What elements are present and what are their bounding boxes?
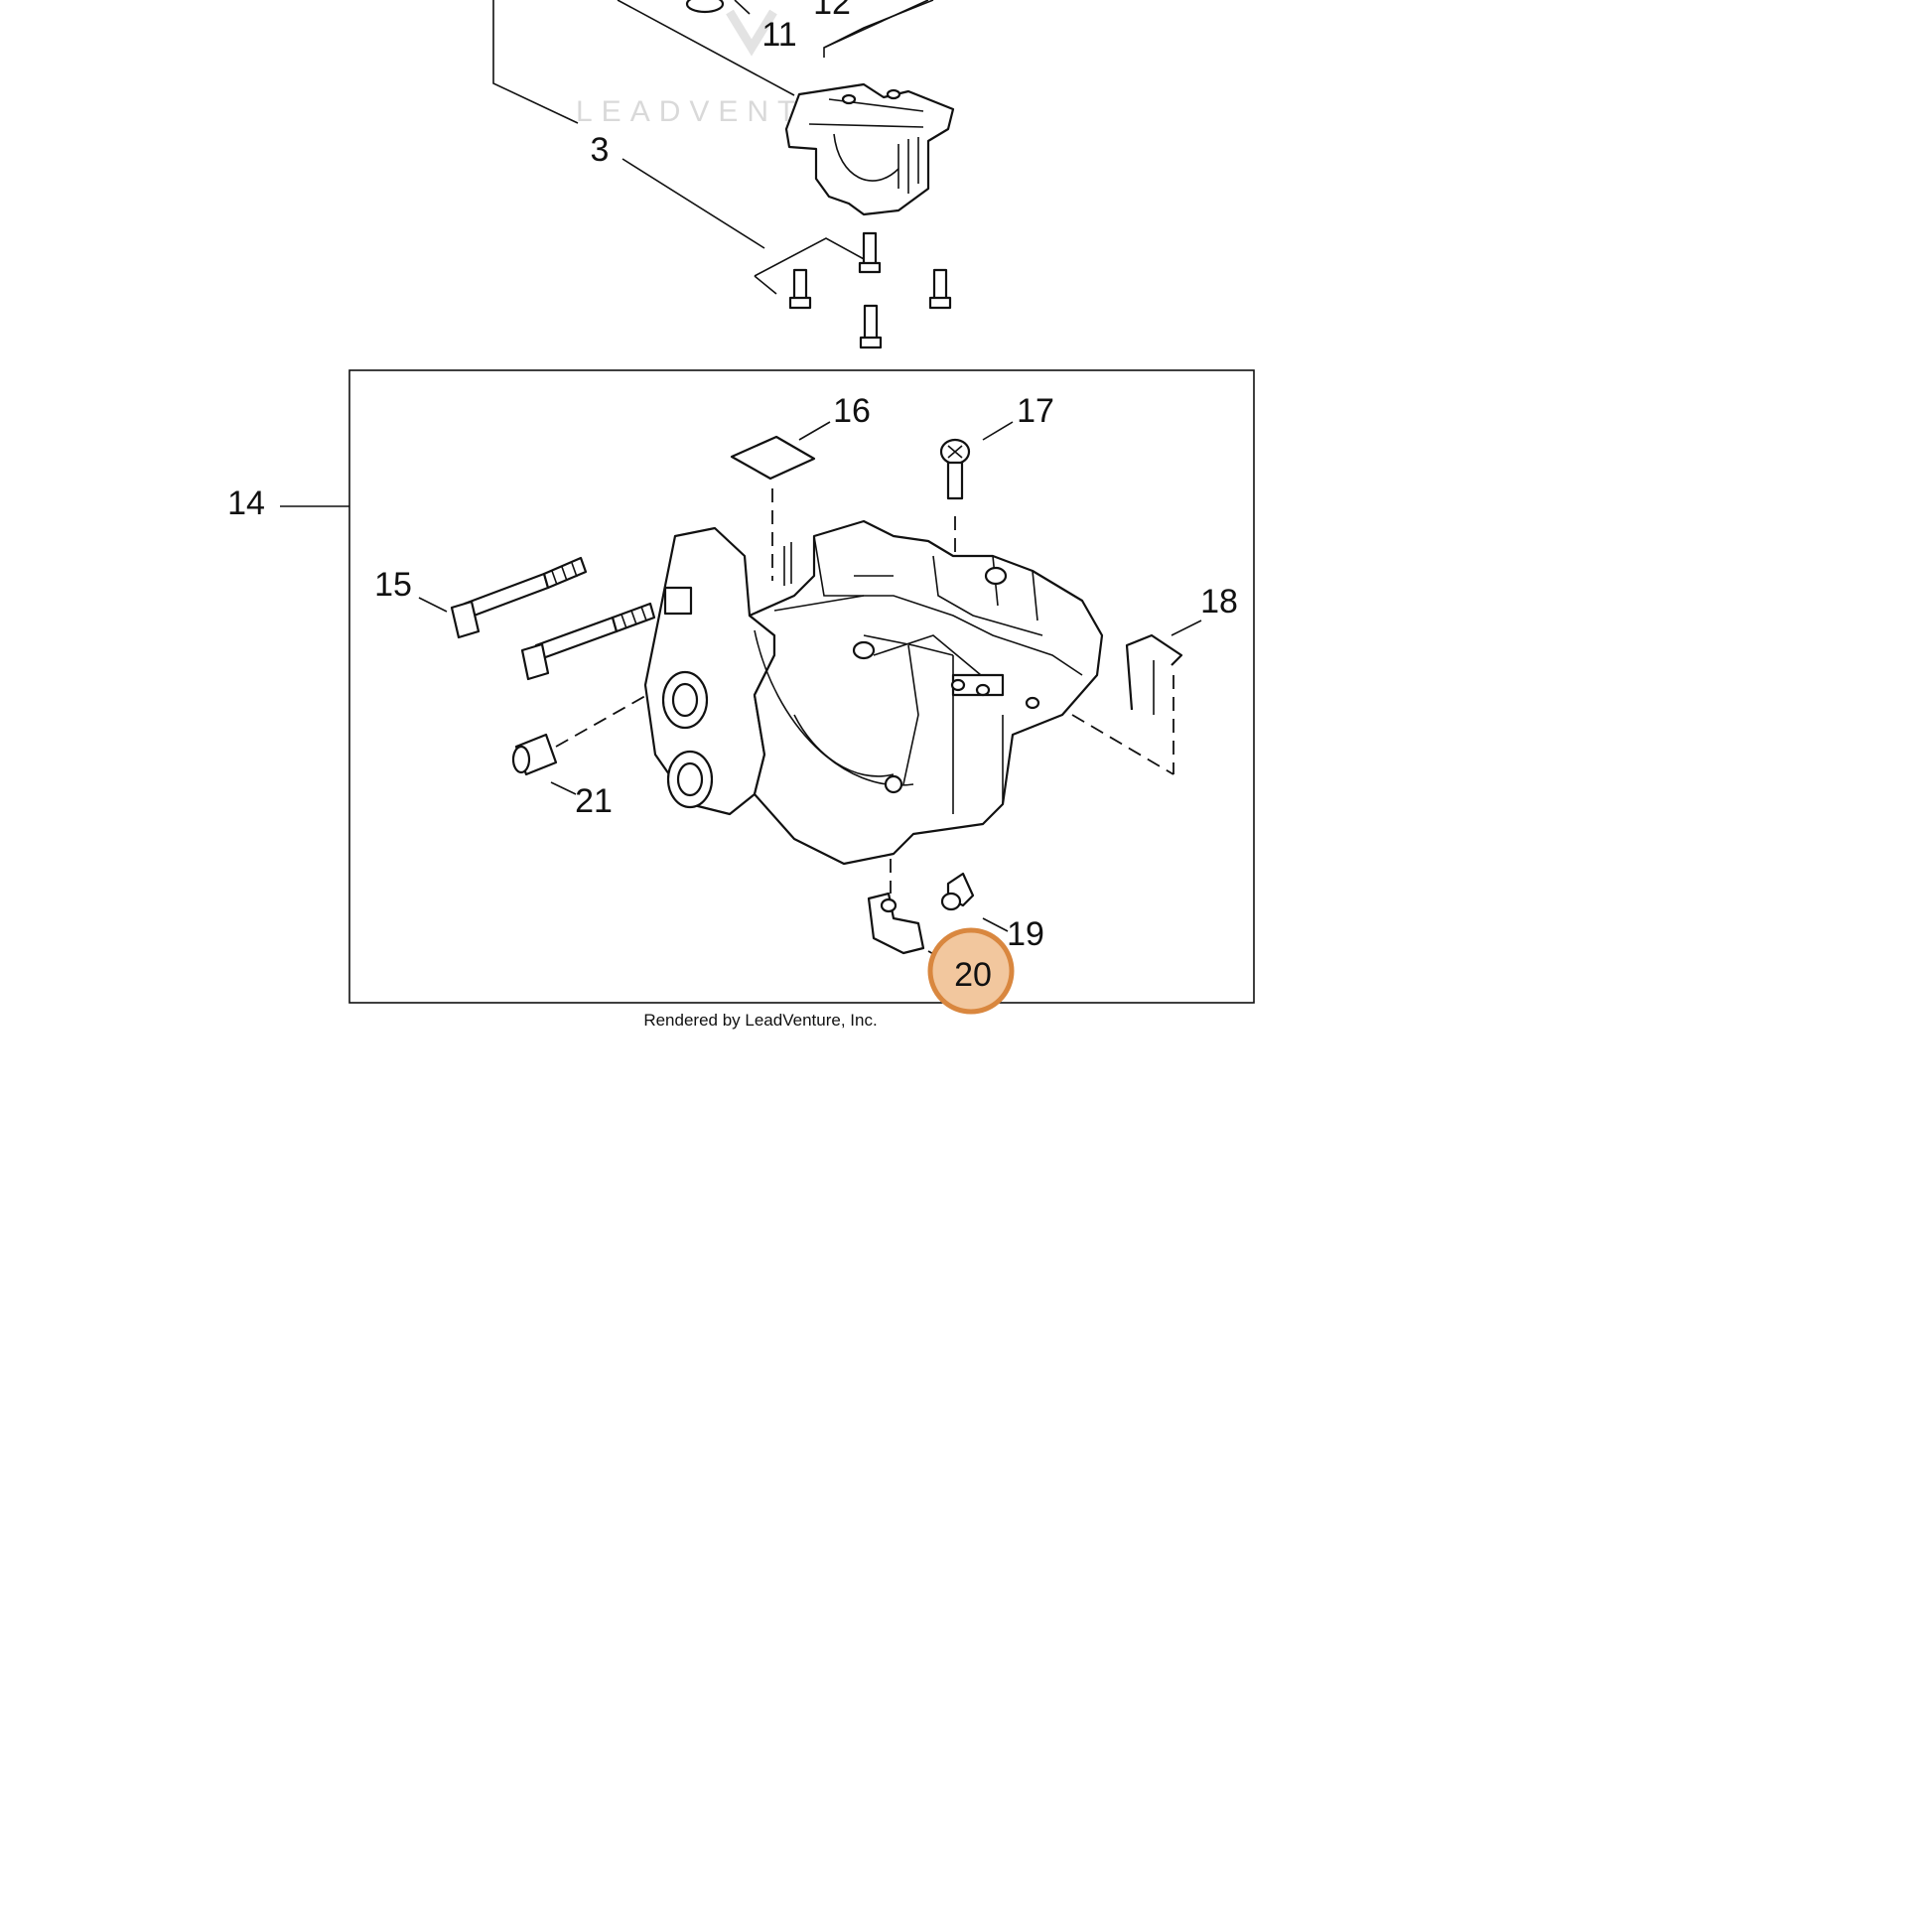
callout-18: 18 <box>1200 583 1238 621</box>
callout-19: 19 <box>1007 915 1044 953</box>
cover-screws <box>788 231 952 349</box>
clip-part-19 <box>940 872 1009 932</box>
callout-15: 15 <box>374 566 412 604</box>
screw <box>858 231 882 274</box>
screw <box>788 268 812 310</box>
gasket-part-16 <box>730 421 831 581</box>
cylinder-cover-part <box>685 0 955 216</box>
highlight-circle[interactable] <box>927 927 1015 1015</box>
gasket-part-18 <box>1071 620 1202 775</box>
callout-20[interactable]: 20 <box>954 956 992 994</box>
callout-11: 11 <box>761 16 796 54</box>
crankcase-assembly-frame <box>348 369 1255 1004</box>
callout-21: 21 <box>575 782 613 820</box>
render-credit: Rendered by LeadVenture, Inc. <box>643 1011 877 1030</box>
plug-part-21 <box>511 644 736 795</box>
callout-16: 16 <box>833 392 871 430</box>
top-leader-lines <box>492 0 934 295</box>
highlighted-callout-20[interactable]: 20 <box>927 927 1015 1015</box>
callout-12: 12 <box>813 0 851 22</box>
screw <box>859 304 883 349</box>
callout-3: 3 <box>591 131 610 169</box>
watermark-logo <box>726 9 777 57</box>
callout-17: 17 <box>1017 392 1054 430</box>
bolts-part-15 <box>418 556 656 681</box>
callout-14: 14 <box>227 484 265 522</box>
callout-labels: 11 12 3 14 15 16 17 18 19 21 <box>227 0 1238 953</box>
screw <box>928 268 952 310</box>
clip-part-20 <box>867 859 954 966</box>
crankcase-part-14 <box>643 519 1104 866</box>
